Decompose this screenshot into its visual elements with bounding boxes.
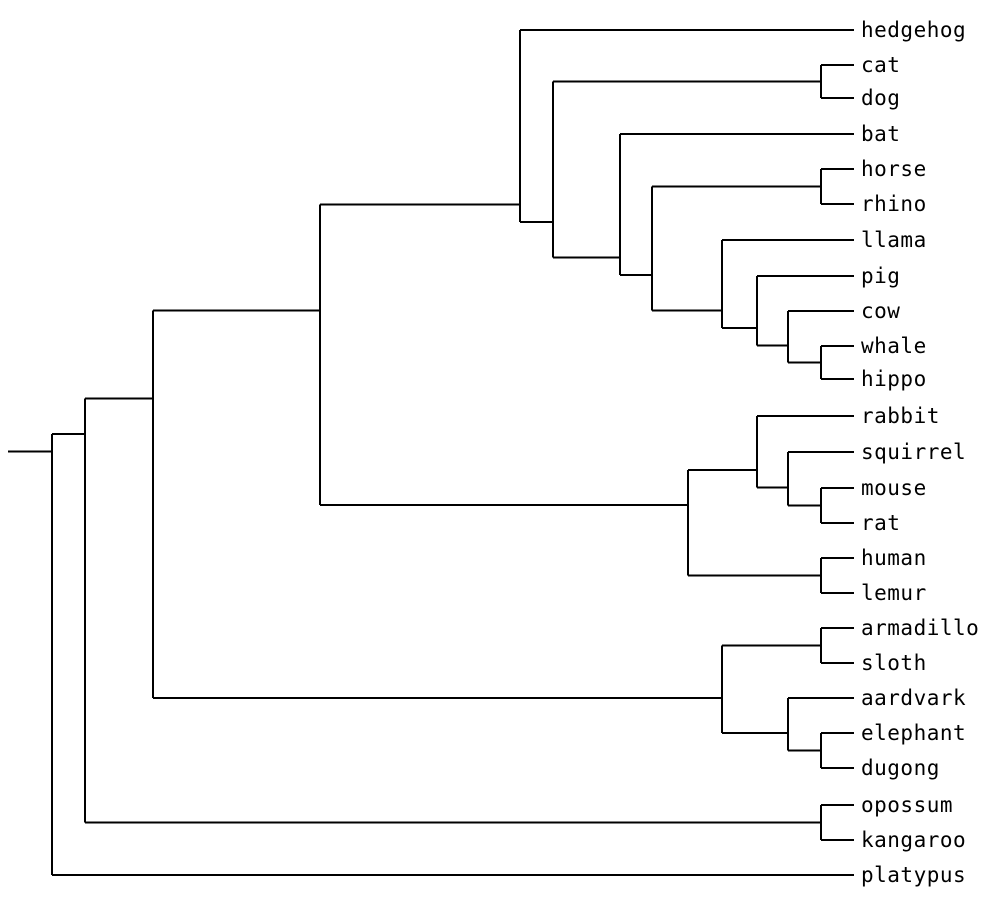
taxon-label-squirrel: squirrel	[861, 440, 966, 464]
taxon-label-elephant: elephant	[861, 721, 966, 745]
taxon-label-opossum: opossum	[861, 793, 953, 817]
taxon-label-lemur: lemur	[861, 581, 927, 605]
taxon-label-cat: cat	[861, 53, 900, 77]
taxon-label-kangaroo: kangaroo	[861, 828, 966, 852]
taxon-label-mouse: mouse	[861, 476, 927, 500]
taxon-label-rhino: rhino	[861, 192, 927, 216]
taxon-label-hippo: hippo	[861, 367, 927, 391]
taxon-label-armadillo: armadillo	[861, 616, 979, 640]
taxon-label-aardvark: aardvark	[861, 686, 966, 710]
taxon-label-cow: cow	[861, 299, 900, 323]
taxon-label-hedgehog: hedgehog	[861, 18, 966, 42]
taxon-label-rat: rat	[861, 511, 900, 535]
taxon-label-dugong: dugong	[861, 756, 940, 780]
taxon-label-bat: bat	[861, 122, 900, 146]
taxon-label-human: human	[861, 546, 927, 570]
taxon-label-dog: dog	[861, 86, 900, 110]
taxon-label-whale: whale	[861, 334, 927, 358]
taxon-label-llama: llama	[861, 228, 927, 252]
taxon-label-platypus: platypus	[861, 863, 966, 887]
taxon-label-horse: horse	[861, 157, 927, 181]
taxon-label-sloth: sloth	[861, 651, 927, 675]
taxon-label-pig: pig	[861, 264, 900, 288]
taxon-label-rabbit: rabbit	[861, 404, 940, 428]
